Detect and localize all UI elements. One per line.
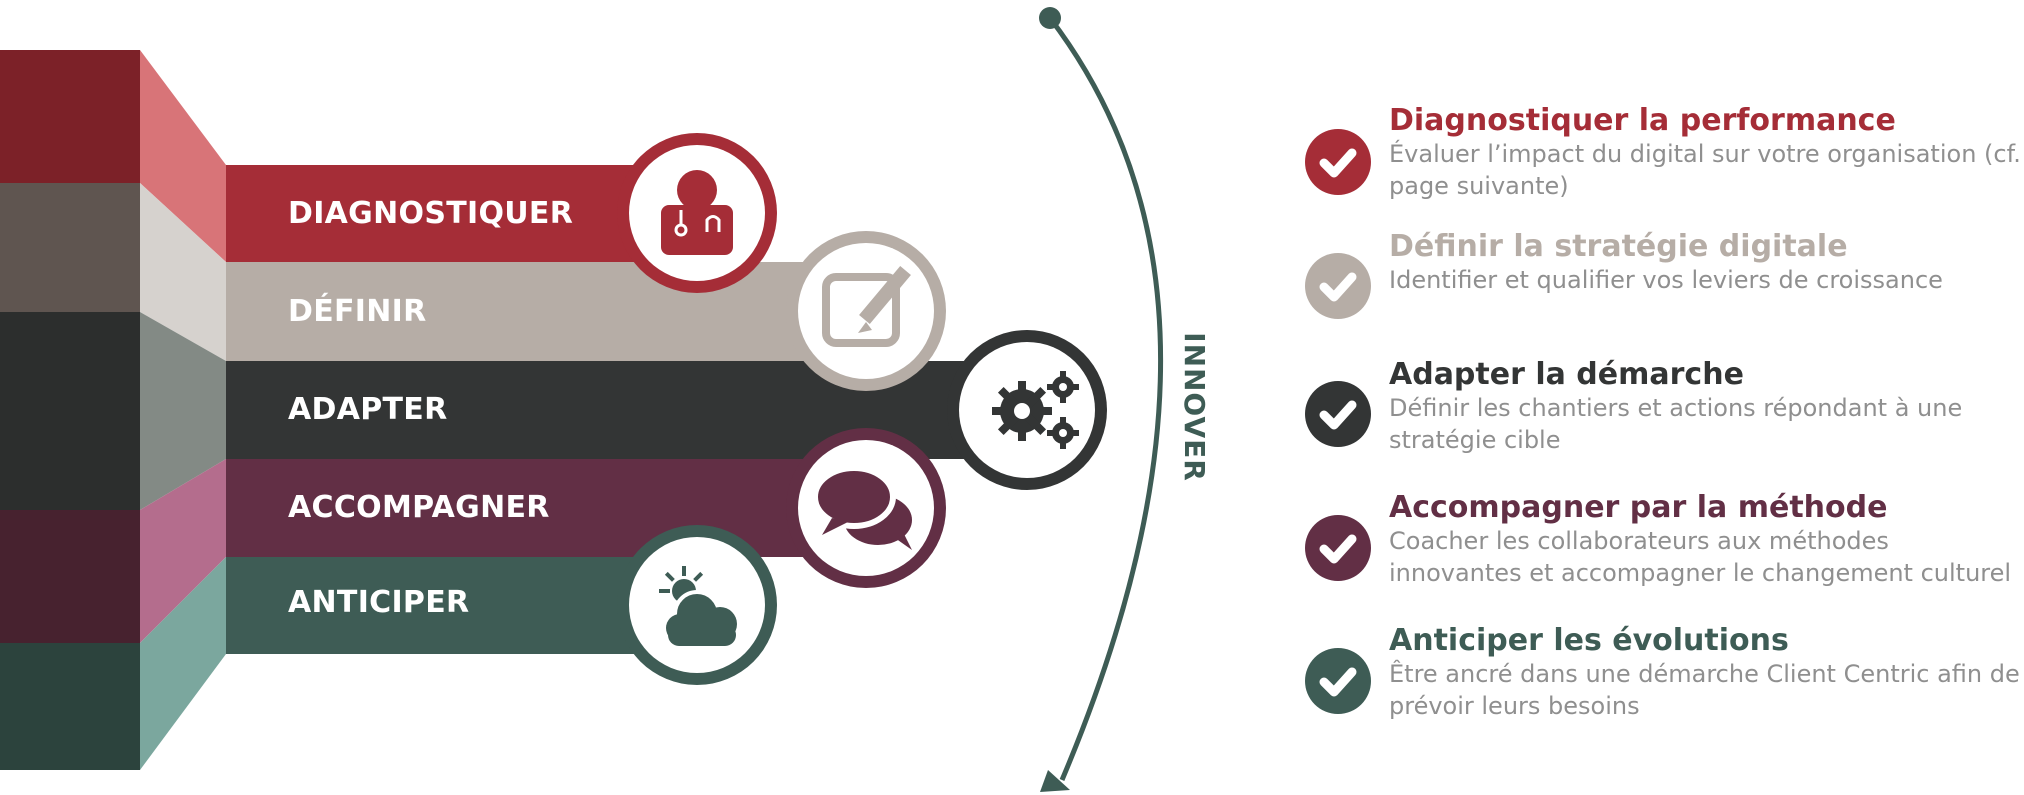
funnel-block-adapter: [0, 312, 140, 510]
check-icon: [1305, 253, 1371, 319]
gears-icon-badge: [947, 330, 1107, 490]
funnel-slope-diagnostiquer: [140, 50, 226, 262]
step-label-diagnostiquer: DIAGNOSTIQUER: [288, 196, 574, 231]
funnel-block-anticiper: [0, 643, 140, 770]
arc-arrowhead: [1040, 770, 1070, 792]
speech-bubbles-icon: [812, 465, 912, 550]
speech-bubbles-icon-badge: [786, 428, 946, 588]
check-icon: [1305, 515, 1371, 581]
edit-note-icon-badge: [786, 231, 946, 391]
doctor-icon-badge: [617, 133, 777, 293]
check-icon: [1305, 648, 1371, 714]
item-description: Identifier et qualifier vos leviers de c…: [1389, 266, 1943, 294]
item-title: Diagnostiquer la performance: [1389, 103, 1896, 138]
funnel-slope-anticiper: [140, 557, 226, 770]
band-accompagner: [226, 459, 866, 557]
item-description: Définir les chantiers et actions réponda…: [1389, 394, 1963, 454]
item-title: Définir la stratégie digitale: [1389, 229, 1848, 264]
innover-arc: [1048, 16, 1164, 781]
item-title: Adapter la démarche: [1389, 357, 1744, 392]
item-description: Coacher les collaborateurs aux méthodes …: [1389, 527, 2012, 587]
funnel-slope-definir: [140, 183, 226, 361]
item-title: Accompagner par la méthode: [1389, 490, 1888, 525]
item-description: Évaluer l’impact du digital sur votre or…: [1389, 140, 2021, 200]
funnel-slope-accompagner: [140, 459, 226, 643]
weather-cloud-sun-icon-badge: [617, 525, 777, 685]
band-definir: [226, 262, 866, 361]
cycle-label: INNOVER: [1173, 328, 1215, 486]
check-icon: [1305, 129, 1371, 195]
gears-icon: [992, 371, 1079, 449]
step-label-adapter: ADAPTER: [288, 392, 448, 427]
step-label-accompagner: ACCOMPAGNER: [288, 490, 550, 525]
weather-cloud-sun-icon: [659, 566, 737, 646]
step-label-anticiper: ANTICIPER: [288, 585, 470, 620]
funnel-block-definir: [0, 183, 140, 312]
funnel-block-diagnostiquer: [0, 50, 140, 183]
doctor-icon: [661, 170, 733, 255]
item-title: Anticiper les évolutions: [1389, 623, 1789, 658]
arc-start-dot: [1039, 7, 1061, 29]
funnel-block-accompagner: [0, 510, 140, 643]
step-label-definir: DÉFINIR: [288, 294, 427, 329]
edit-note-icon: [822, 265, 911, 347]
check-icon: [1305, 381, 1371, 447]
funnel-slope-adapter: [140, 312, 226, 510]
item-description: Être ancré dans une démarche Client Cent…: [1389, 660, 2020, 720]
